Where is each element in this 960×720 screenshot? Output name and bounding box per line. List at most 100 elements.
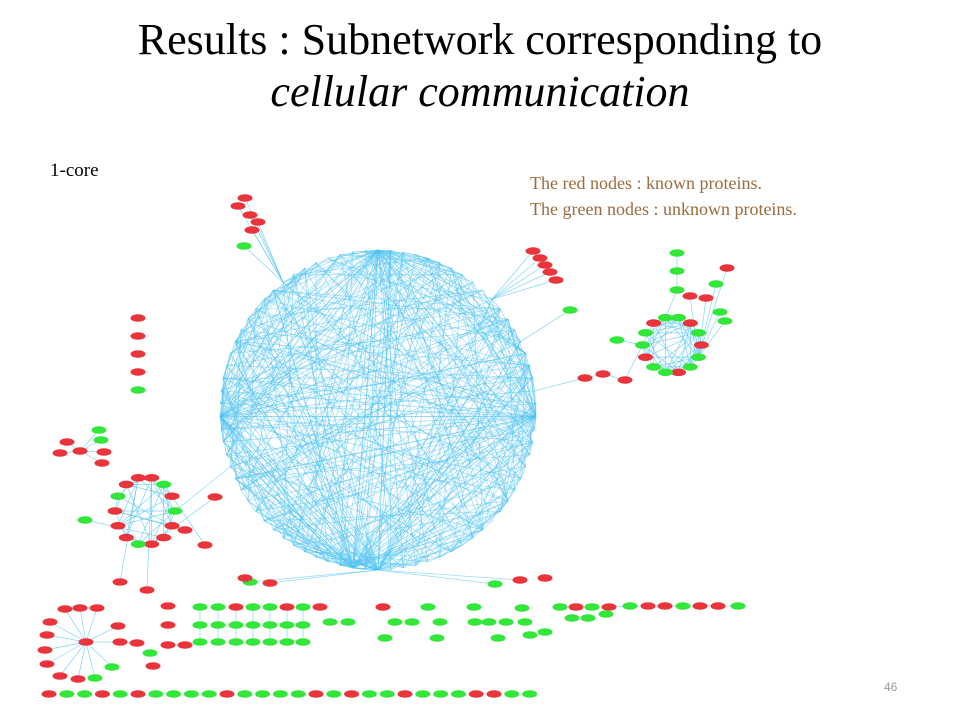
interaction-edge xyxy=(244,197,284,283)
interaction-edge xyxy=(520,309,571,342)
interaction-edge xyxy=(240,329,379,571)
known-protein-node xyxy=(94,459,110,467)
interaction-edge xyxy=(220,390,329,562)
unknown-protein-node xyxy=(142,649,158,657)
interaction-edge xyxy=(219,416,242,491)
interaction-edge xyxy=(377,569,521,581)
interaction-edge xyxy=(230,466,305,552)
interaction-edge xyxy=(352,377,534,569)
known-protein-node xyxy=(39,660,55,668)
interaction-edge xyxy=(352,249,379,253)
unknown-protein-node xyxy=(432,618,448,626)
interaction-edge xyxy=(507,319,537,417)
interaction-edge xyxy=(352,365,531,569)
interaction-edge xyxy=(174,466,231,512)
unknown-protein-node xyxy=(245,638,261,646)
known-protein-node xyxy=(250,218,266,226)
interaction-edge xyxy=(698,320,726,358)
interaction-edge xyxy=(255,308,353,569)
interaction-edge xyxy=(377,441,534,571)
interaction-edge xyxy=(220,390,535,417)
interaction-edge xyxy=(624,344,643,381)
interaction-edge xyxy=(698,311,721,358)
unknown-protein-node xyxy=(322,618,338,626)
unknown-protein-node xyxy=(326,690,342,698)
interaction-edge xyxy=(377,341,522,571)
interaction-edge xyxy=(304,551,353,569)
known-protein-node xyxy=(219,690,235,698)
interaction-edge xyxy=(235,341,530,366)
interaction-edge xyxy=(273,249,379,291)
interaction-edge xyxy=(339,249,379,566)
interaction-edge xyxy=(377,252,404,571)
interaction-edge xyxy=(220,390,353,569)
known-protein-node xyxy=(72,447,88,455)
interaction-edge xyxy=(225,365,429,563)
interaction-edge xyxy=(645,332,691,368)
known-protein-node xyxy=(144,474,160,482)
title-line-1: Results : Subnetwork corresponding to xyxy=(137,15,823,64)
interaction-edge xyxy=(220,390,379,571)
interaction-edge xyxy=(230,466,379,571)
interaction-edge xyxy=(219,274,463,417)
known-protein-node xyxy=(39,631,55,639)
interaction-edge xyxy=(439,274,463,558)
interaction-edge xyxy=(534,377,586,392)
unknown-protein-node xyxy=(290,690,306,698)
interaction-edge xyxy=(263,520,353,569)
known-protein-node xyxy=(129,639,145,647)
known-protein-node xyxy=(59,438,75,446)
interaction-edge xyxy=(500,416,537,512)
unknown-protein-node xyxy=(166,690,182,698)
interaction-edge xyxy=(257,221,284,283)
known-protein-node xyxy=(164,492,180,501)
unknown-protein-node xyxy=(490,634,506,642)
known-protein-node xyxy=(692,602,708,610)
unknown-protein-node xyxy=(379,690,395,698)
known-protein-node xyxy=(242,211,258,219)
unknown-protein-node xyxy=(730,602,746,610)
unknown-protein-node xyxy=(404,618,420,626)
interaction-edge xyxy=(219,254,341,404)
interaction-edge xyxy=(352,308,501,569)
known-protein-node xyxy=(130,474,146,482)
interaction-edge xyxy=(352,251,527,467)
known-protein-node xyxy=(308,690,324,698)
interaction-edge xyxy=(293,274,353,568)
unknown-protein-node xyxy=(514,604,530,612)
known-protein-node xyxy=(312,603,328,611)
unknown-protein-node xyxy=(361,690,377,698)
unknown-protein-node xyxy=(93,436,109,444)
interaction-edge xyxy=(119,477,139,583)
known-protein-node xyxy=(710,602,726,610)
interaction-edge xyxy=(377,544,463,571)
interaction-edge xyxy=(225,365,379,571)
interaction-edge xyxy=(220,274,294,430)
unknown-protein-node xyxy=(669,286,685,294)
unknown-protein-node xyxy=(340,618,356,626)
unknown-protein-node xyxy=(712,308,728,316)
interaction-edge xyxy=(222,262,317,443)
interaction-edge xyxy=(472,281,537,417)
interaction-edge xyxy=(49,621,87,643)
known-protein-node xyxy=(262,579,278,587)
interaction-edge xyxy=(219,416,353,569)
interaction-edge xyxy=(46,641,87,665)
interaction-edge xyxy=(689,332,699,367)
unknown-protein-node xyxy=(192,638,208,646)
known-protein-node xyxy=(112,638,128,646)
interaction-edge xyxy=(377,249,534,443)
interaction-edge xyxy=(327,257,526,354)
known-protein-node xyxy=(640,602,656,610)
title-line-2: cellular communication xyxy=(270,67,690,116)
interaction-edge xyxy=(59,641,87,677)
interaction-edge xyxy=(365,500,509,570)
unknown-protein-node xyxy=(377,634,393,642)
unknown-protein-node xyxy=(228,621,244,629)
interaction-edge xyxy=(235,416,536,479)
interaction-edge xyxy=(491,271,551,300)
known-protein-node xyxy=(78,638,94,646)
unknown-protein-node xyxy=(504,690,520,698)
interaction-edge xyxy=(240,274,463,491)
interaction-edge xyxy=(125,477,152,538)
